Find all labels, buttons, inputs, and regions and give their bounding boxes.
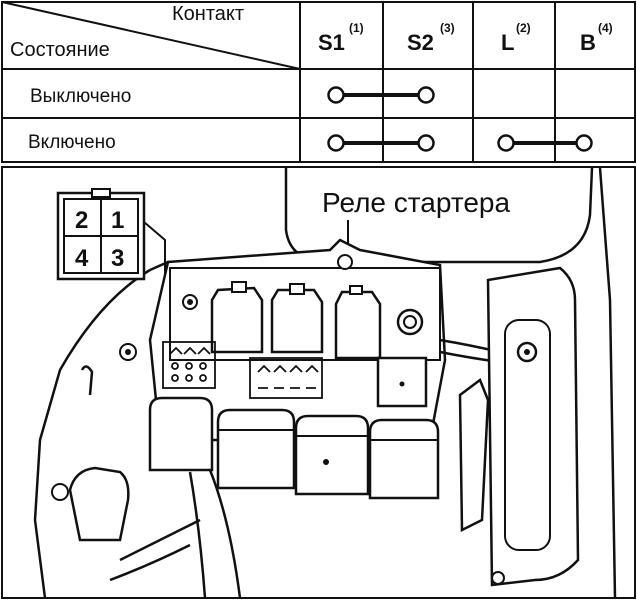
relay-top-left	[210, 281, 264, 354]
row-on-label: Включено	[28, 132, 116, 153]
header-contact-label: Контакт	[172, 3, 244, 25]
connector-pin-3: 3	[111, 245, 124, 272]
wiring-harness	[109, 338, 501, 599]
contact-l-label: L	[501, 30, 514, 55]
relay-lower-3	[294, 414, 370, 496]
header-state-label: Состояние	[10, 39, 110, 61]
row-off-s1-s2-link	[327, 86, 435, 104]
contact-l-sup: (2)	[516, 21, 531, 35]
relay-lower-4	[368, 418, 440, 500]
contact-s1-label: S1	[318, 30, 345, 55]
relay-small-right	[376, 356, 428, 408]
row-on-l-b-link	[497, 134, 593, 152]
row-off-label: Выключено	[30, 86, 131, 107]
contact-s2-label: S2	[407, 30, 434, 55]
connector-pin-4: 4	[75, 245, 89, 272]
relay-connector	[56, 188, 166, 290]
table-border	[1, 1, 636, 163]
fuse-cluster-left	[162, 341, 216, 389]
left-clip	[51, 343, 137, 542]
row-on-s1-s2-link	[327, 134, 435, 152]
table-corner-diagonal	[1, 1, 301, 70]
contact-table	[1, 1, 636, 163]
connector-pin-2: 2	[75, 207, 88, 234]
relay-top-middle	[270, 283, 324, 354]
relay-lower-1	[148, 396, 214, 472]
fuse-cluster-middle	[249, 357, 323, 399]
starter-relay	[334, 285, 382, 360]
contact-b-label: B	[580, 30, 596, 55]
contact-s2-sup: (3)	[440, 21, 455, 35]
contact-b-sup: (4)	[598, 21, 613, 35]
contact-s1-sup: (1)	[349, 21, 364, 35]
starter-relay-callout: Реле стартера	[322, 187, 510, 218]
illustration-frame	[1, 166, 636, 599]
connector-pin-1: 1	[111, 207, 124, 234]
mounting-bracket-right	[458, 266, 580, 587]
relay-lower-2	[216, 408, 296, 490]
